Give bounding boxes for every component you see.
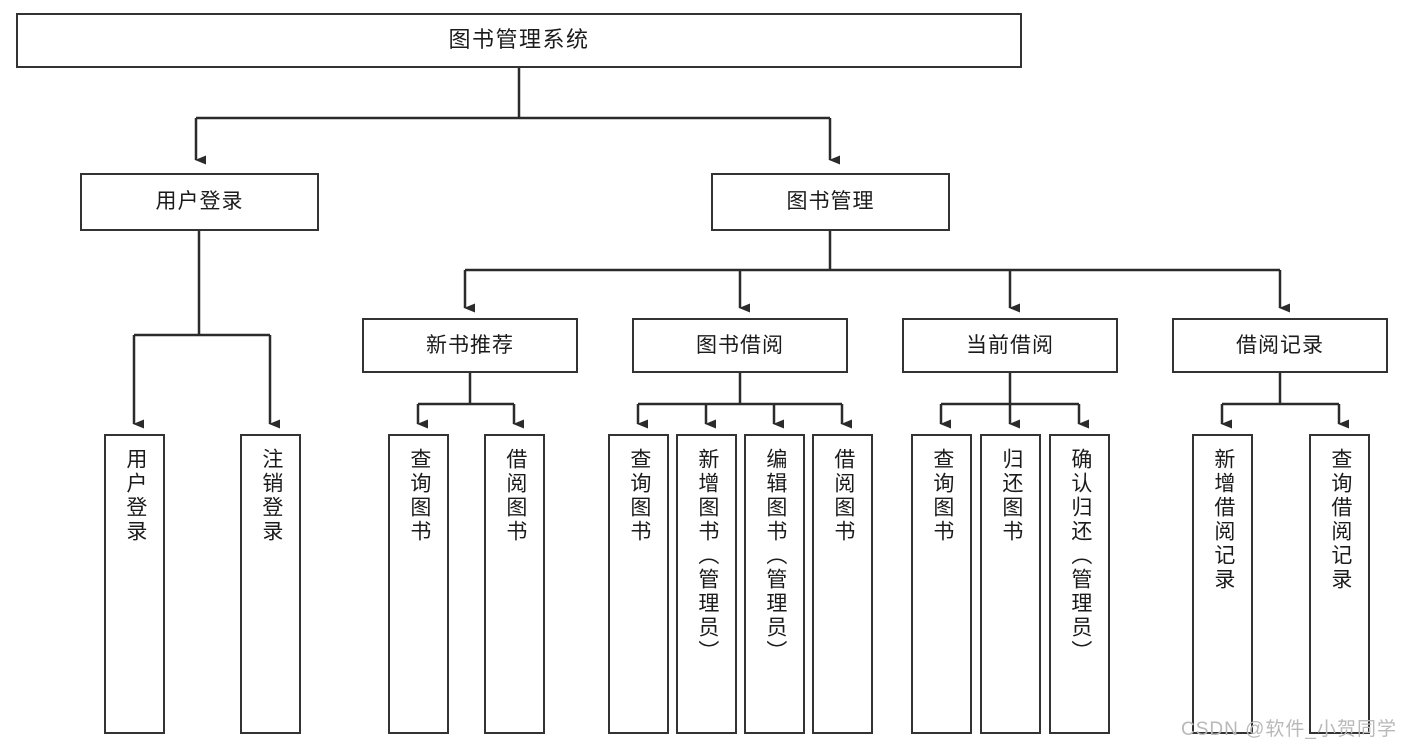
node-label: 当前借阅: [966, 333, 1054, 357]
leaf-user-login-signout[interactable]: 注销登录: [240, 434, 301, 734]
node-label: 归还图书: [999, 448, 1023, 544]
leaf-user-login-signin[interactable]: 用户登录: [104, 434, 165, 734]
node-label: 编辑图书（管理员）: [763, 448, 787, 664]
node-label: 查询图书: [627, 448, 651, 544]
node-root-system[interactable]: 图书管理系统: [16, 13, 1022, 68]
node-book-borrow[interactable]: 图书借阅: [632, 318, 848, 373]
node-label: 图书管理系统: [448, 27, 590, 53]
node-label: 借阅图书: [503, 448, 527, 544]
node-current-borrow[interactable]: 当前借阅: [902, 318, 1118, 373]
leaf-borrow-query-book[interactable]: 查询图书: [608, 434, 669, 734]
leaf-current-query-book[interactable]: 查询图书: [911, 434, 972, 734]
node-label: 新书推荐: [426, 333, 514, 357]
node-label: 图书借阅: [696, 333, 784, 357]
leaf-borrow-edit-book[interactable]: 编辑图书（管理员）: [744, 434, 805, 734]
leaf-new-book-query[interactable]: 查询图书: [388, 434, 449, 734]
leaf-new-book-borrow[interactable]: 借阅图书: [484, 434, 545, 734]
leaf-record-query[interactable]: 查询借阅记录: [1309, 434, 1370, 734]
leaf-borrow-add-book[interactable]: 新增图书（管理员）: [676, 434, 737, 734]
node-label: 新增借阅记录: [1211, 448, 1235, 592]
node-user-login[interactable]: 用户登录: [80, 173, 319, 231]
node-new-book-recommend[interactable]: 新书推荐: [362, 318, 578, 373]
watermark: CSDN @软件_小贺同学: [1181, 719, 1397, 740]
node-book-management[interactable]: 图书管理: [711, 173, 950, 231]
node-label: 注销登录: [259, 448, 283, 544]
node-label: 图书管理: [786, 190, 875, 214]
node-label: 借阅记录: [1236, 333, 1324, 357]
node-label: 借阅图书: [831, 448, 855, 544]
node-label: 查询图书: [407, 448, 431, 544]
leaf-borrow-borrow-book[interactable]: 借阅图书: [812, 434, 873, 734]
node-label: 查询图书: [930, 448, 954, 544]
node-label: 查询借阅记录: [1328, 448, 1352, 592]
node-label: 用户登录: [123, 448, 147, 544]
leaf-record-add[interactable]: 新增借阅记录: [1192, 434, 1253, 734]
node-label: 用户登录: [155, 190, 244, 214]
leaf-current-return-book[interactable]: 归还图书: [980, 434, 1041, 734]
node-label: 新增图书（管理员）: [695, 448, 719, 664]
node-borrow-record[interactable]: 借阅记录: [1172, 318, 1388, 373]
leaf-current-confirm-return[interactable]: 确认归还（管理员）: [1049, 434, 1110, 734]
node-label: 确认归还（管理员）: [1068, 448, 1092, 664]
